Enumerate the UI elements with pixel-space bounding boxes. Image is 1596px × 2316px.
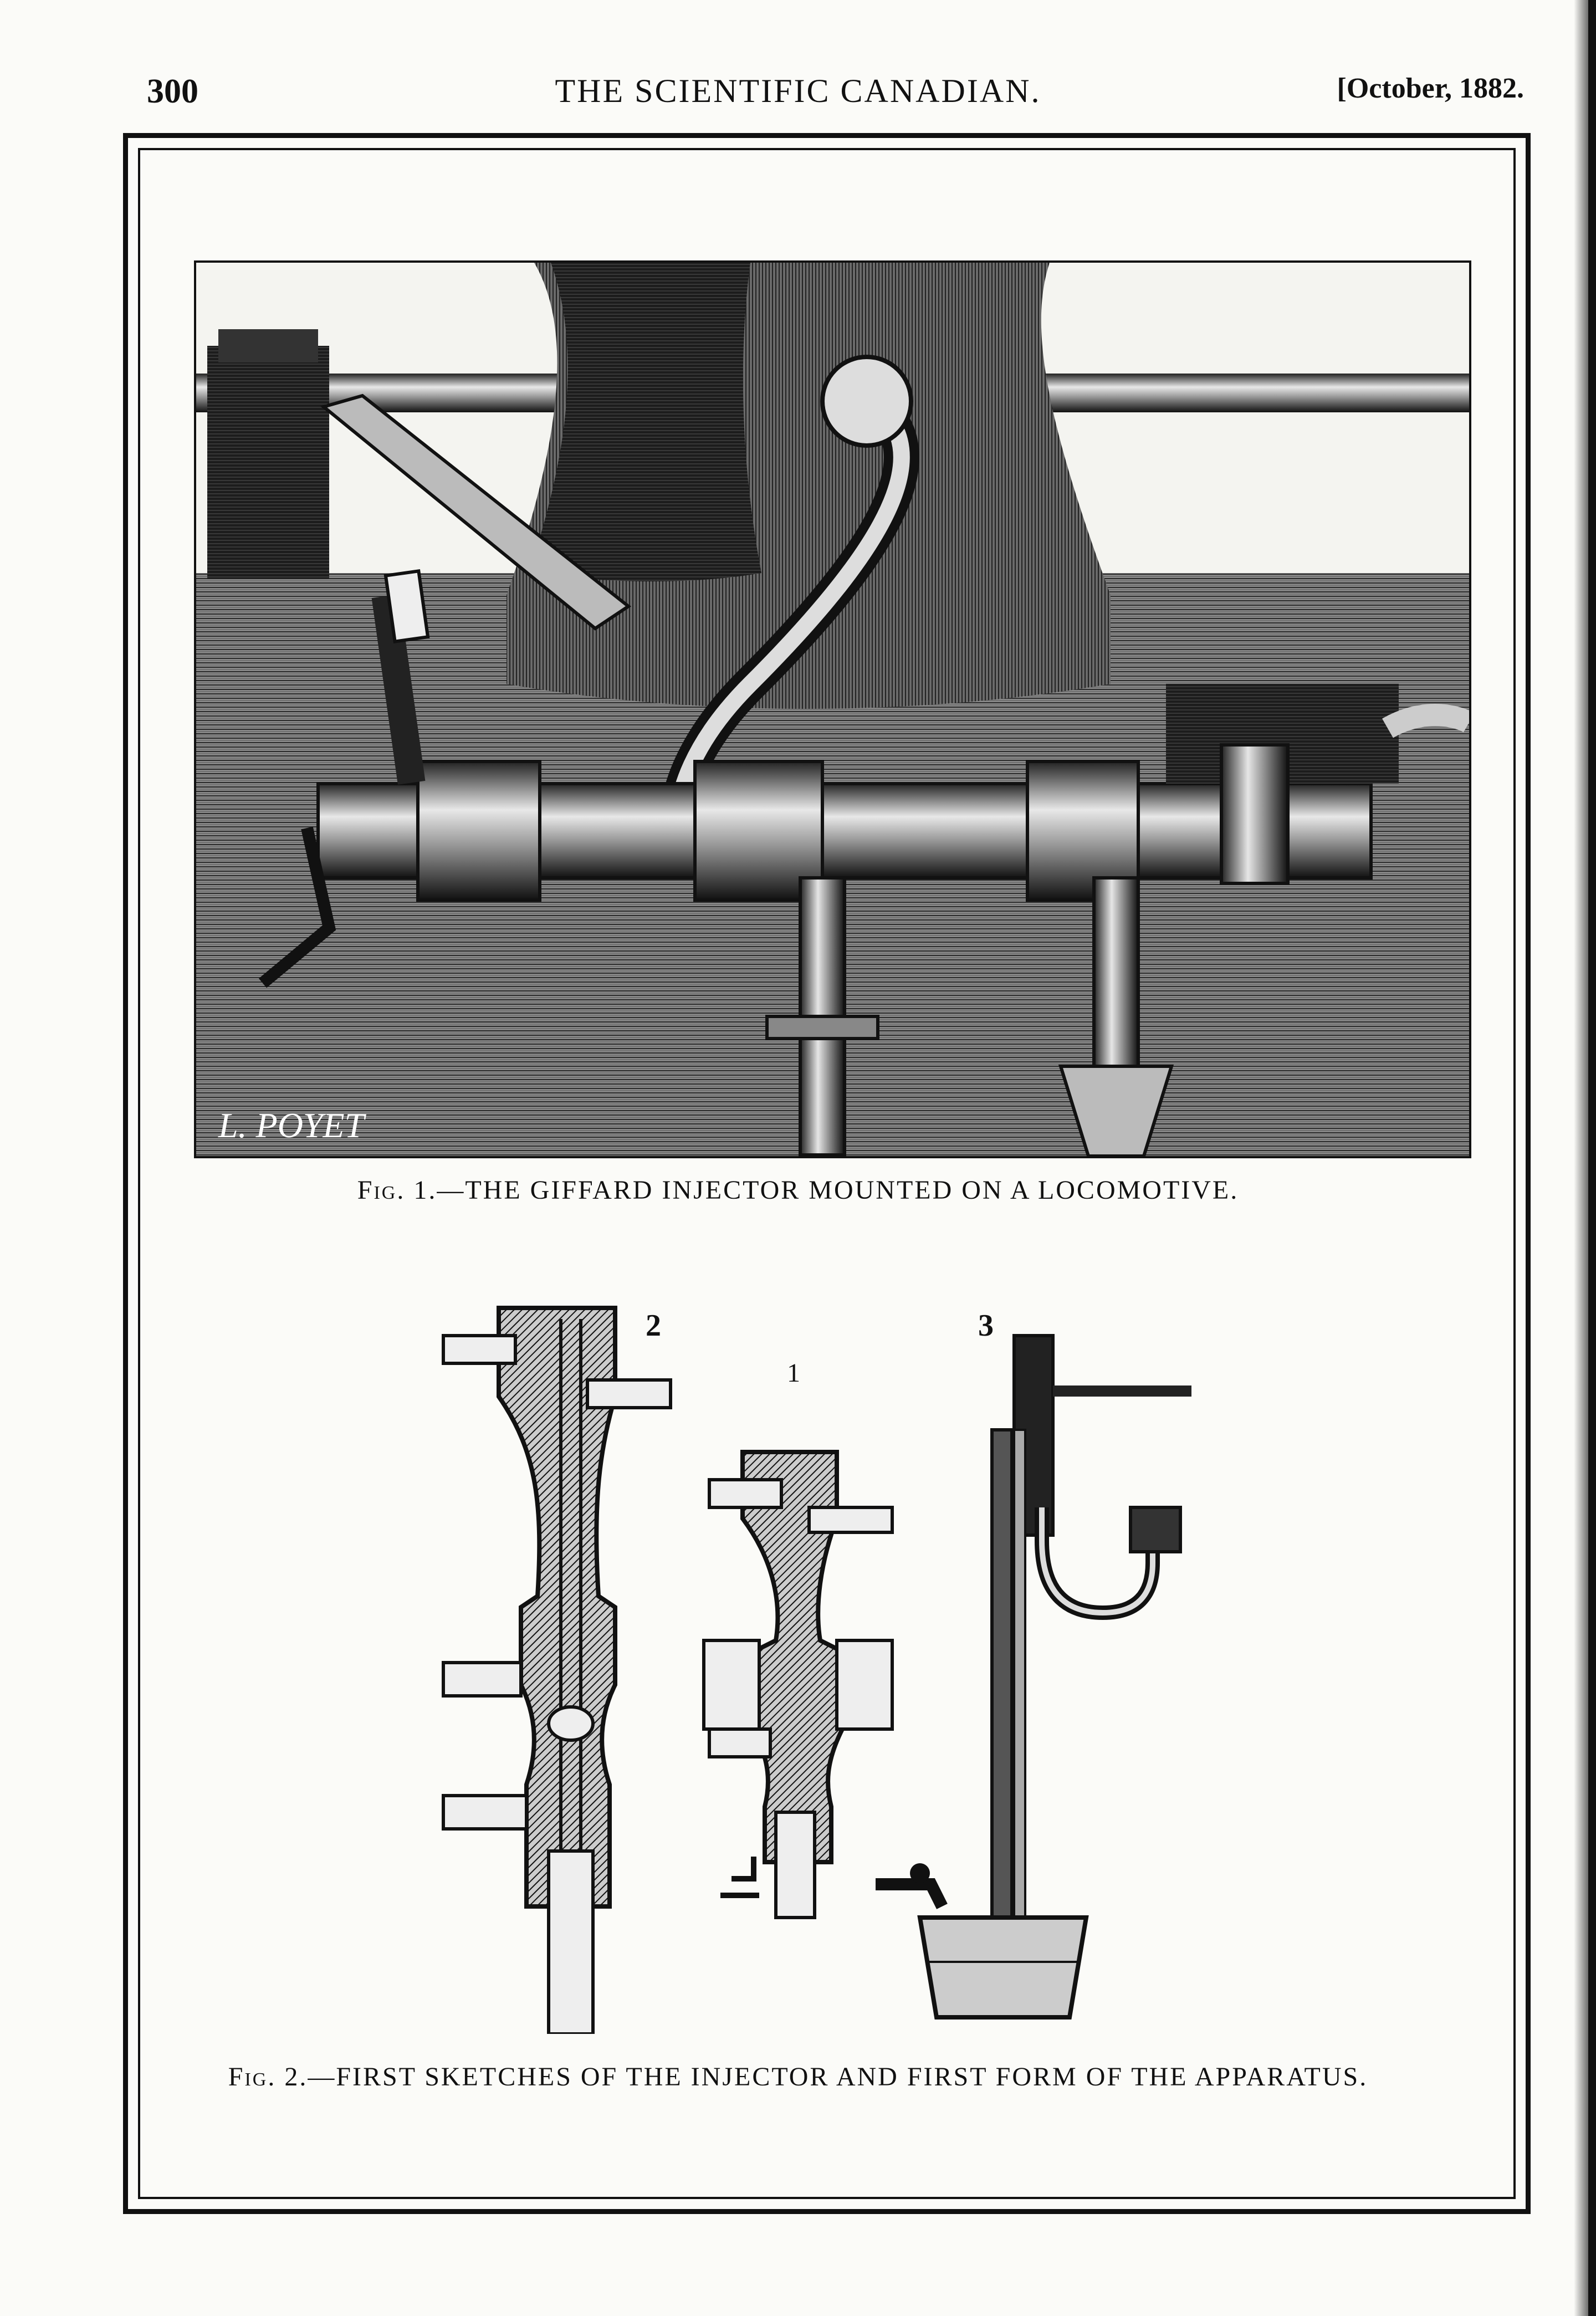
page-edge xyxy=(1588,0,1596,2316)
figure-2-caption-text: —FIRST SKETCHES OF THE INJECTOR AND FIRS… xyxy=(308,2062,1368,2092)
figure-2-caption: Fig. 2.—FIRST SKETCHES OF THE INJECTOR A… xyxy=(0,2062,1596,2092)
page-header: 300 THE SCIENTIFIC CANADIAN. [October, 1… xyxy=(0,67,1596,127)
sketch-1 xyxy=(702,1450,894,1919)
sketch-2 xyxy=(442,1306,672,2034)
figure-1-caption-text: —THE GIFFARD INJECTOR MOUNTED ON A LOCOM… xyxy=(437,1175,1239,1205)
plate-frame xyxy=(123,133,1531,2214)
figure-1-caption-lead: Fig. 1. xyxy=(357,1175,437,1205)
page-number: 300 xyxy=(147,73,198,110)
sketch-number-3: 3 xyxy=(978,1308,994,1343)
injector-sketches-illustration xyxy=(442,1306,1191,2034)
running-title: THE SCIENTIFIC CANADIAN. xyxy=(555,73,1041,109)
plate-inner-rule xyxy=(138,148,1516,2199)
injector-locomotive-illustration xyxy=(196,263,1469,1156)
engraver-signature: L. POYET xyxy=(218,1106,365,1145)
sketch-number-1: 1 xyxy=(787,1358,800,1388)
figure-1-engraving: L. POYET xyxy=(194,260,1471,1158)
figure-1-caption: Fig. 1.—THE GIFFARD INJECTOR MOUNTED ON … xyxy=(0,1175,1596,1205)
figure-2-sketches: 2 1 3 xyxy=(432,1297,1241,2034)
issue-date: [October, 1882. xyxy=(1337,73,1524,104)
figure-2-caption-lead: Fig. 2. xyxy=(228,2062,308,2092)
sketch-3 xyxy=(876,1334,1191,2020)
sketch-number-2: 2 xyxy=(646,1308,661,1343)
